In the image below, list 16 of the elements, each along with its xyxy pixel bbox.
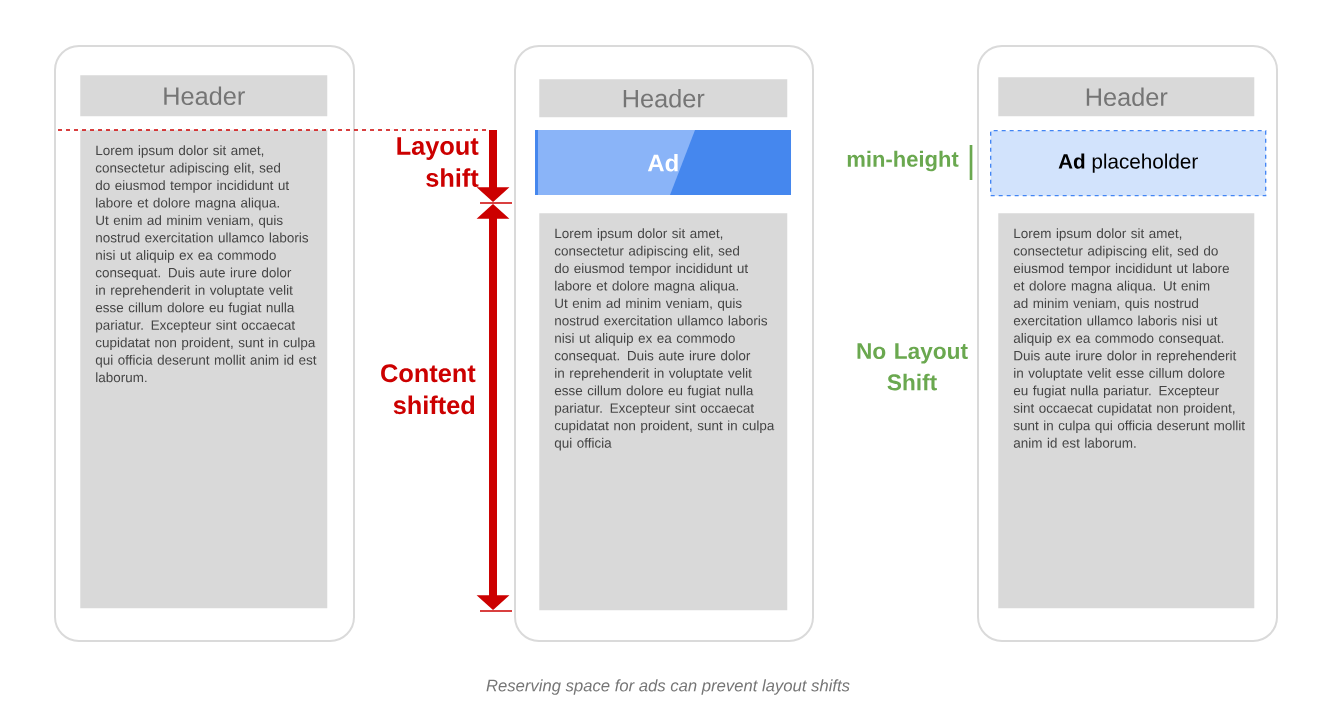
- ad-banner: Ad: [535, 130, 791, 195]
- phone-frame: [977, 45, 1278, 642]
- placeholder-box: Ad placeholder: [990, 130, 1267, 197]
- annotation-label: Content shifted: [381, 364, 476, 415]
- content-block: Lorem ipsum dolor sit amet, consectetur adipiscing elit, sed do eiusmod tempor incididunt ut labore et dolore magna aliqua. Ut enim ad minim veniam, quis nostrud exercitation ullamco laboris nisi ut aliquip ex ea commodo consequat. Duis aute irure dolor in reprehenderit in voluptate velit esse cillum dolore eu fugiat nulla pariatur. Excepteur sint occaecat cupidatat non proident, sunt in culpa qui officia deserunt mollit anim id est laborum.: [998, 213, 1255, 609]
- phone-frame: [54, 45, 355, 642]
- caption: Reserving space for ads can prevent layout shifts: [486, 679, 850, 695]
- header-bar: Header: [998, 77, 1255, 117]
- content-block: Lorem ipsum dolor sit amet, consectetur adipiscing elit, sed do eiusmod tempor incididunt ut labore et dolore magna aliqua. Ut enim ad minim veniam, quis nostrud exercitation ullamco laboris nisi ut aliquip ex ea commodo consequat. Duis aute irure dolor in reprehenderit in voluptate velit esse cillum dolore eu fugiat nulla pariatur. Excepteur sint occaecat cupidatat non proident, sunt in culpa qui officia: [539, 213, 788, 611]
- content-block: Lorem ipsum dolor sit amet, consectetur adipiscing elit, sed do eiusmod tempor incididunt ut labore et dolore magna aliqua. Ut enim ad minim veniam, quis nostrud exercitation ullamco laboris nisi ut aliquip ex ea commodo consequat. Duis aute irure dolor in reprehenderit in voluptate velit esse cillum dolore eu fugiat nulla pariatur. Excepteur sint occaecat cupidatat non proident, sunt in culpa qui officia deserunt mollit anim id est laborum.: [80, 130, 328, 609]
- phone-frame: [514, 45, 814, 642]
- annotation-label: Layout shift: [397, 137, 479, 187]
- header-bar: Header: [539, 79, 788, 118]
- header-bar: Header: [80, 75, 328, 117]
- annotation-label: min-height: [847, 150, 959, 172]
- annotation-label: No Layout Shift: [857, 343, 968, 391]
